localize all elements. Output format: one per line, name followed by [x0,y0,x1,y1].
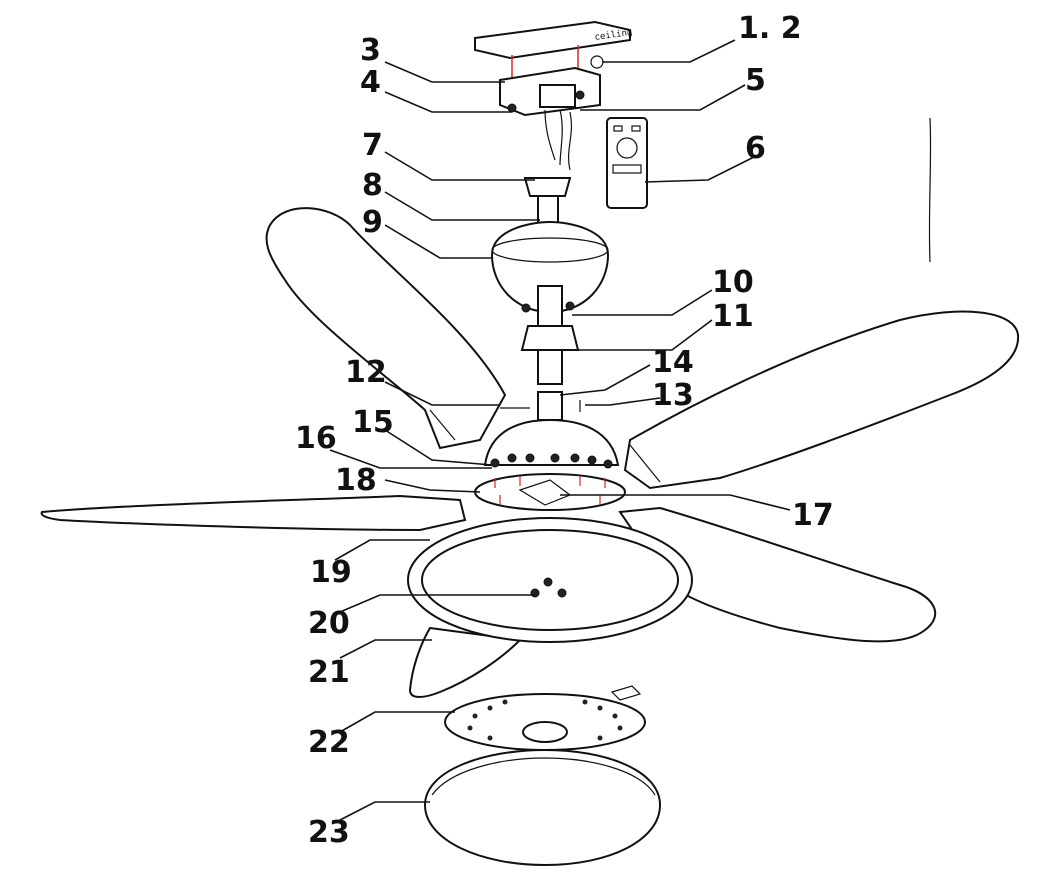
label-6: 6 [745,131,766,166]
ceiling-plate [474,20,631,60]
motor-screws [490,453,613,469]
label-16: 16 [295,421,337,456]
label-13: 13 [652,378,694,413]
label-17: 17 [792,498,834,533]
label-21: 21 [308,655,350,690]
blade-upper-left [265,207,507,450]
label-4: 4 [360,65,381,100]
label-7: 7 [362,128,383,163]
diffuser-cover [423,748,662,867]
canopy-cup [523,177,572,197]
label-12: 12 [345,355,387,390]
canopy [490,220,610,314]
label-19: 19 [310,555,352,590]
blade-left [40,494,467,532]
motor-housing [483,418,620,466]
leader-lines [329,39,791,821]
label-22: 22 [308,725,350,760]
label-20: 20 [308,606,350,641]
label-11: 11 [712,299,754,334]
blade-right [623,310,1020,490]
label-9: 9 [362,205,383,240]
label-10: 10 [712,265,754,300]
label-1-2: 1. 2 [738,11,802,46]
blade-lower-right [618,506,937,643]
label-3: 3 [360,33,381,68]
label-5: 5 [745,63,766,98]
downrod-lower [537,349,563,385]
terminal-block [539,84,576,108]
label-8: 8 [362,168,383,203]
blade-lower-left [408,626,523,698]
coupling-cover [520,325,580,351]
remote-control [606,117,648,209]
label-18: 18 [335,463,377,498]
label-23: 23 [308,815,350,850]
motor-collar [537,391,563,421]
label-15: 15 [352,405,394,440]
label-14: 14 [652,345,694,380]
downrod [537,285,563,327]
